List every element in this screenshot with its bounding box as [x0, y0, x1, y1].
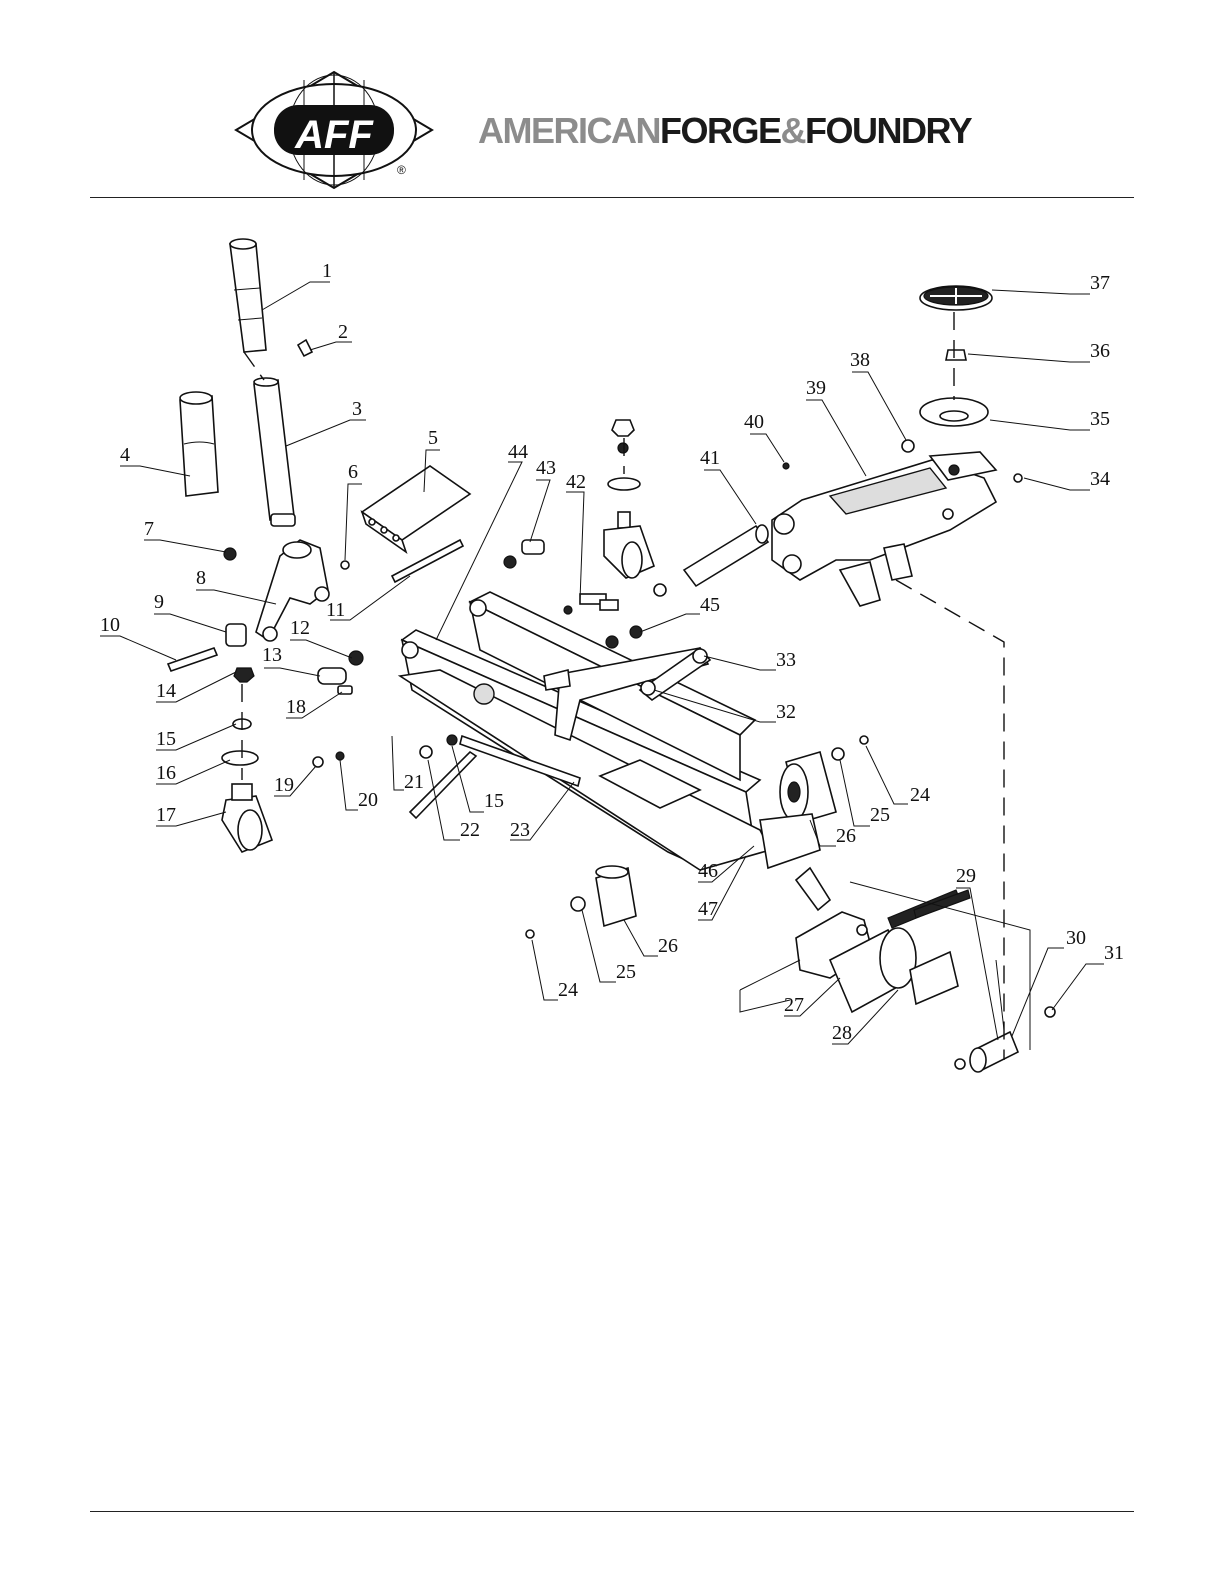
- washer-25-upper-icon: [832, 748, 844, 760]
- clip-6-icon: [341, 561, 349, 569]
- svg-text:16: 16: [156, 762, 176, 784]
- svg-text:33: 33: [776, 649, 796, 671]
- svg-text:46: 46: [698, 860, 718, 882]
- svg-text:10: 10: [100, 614, 120, 636]
- svg-text:30: 30: [1066, 927, 1086, 949]
- pedal-plate-icon: [362, 466, 470, 552]
- svg-text:39: 39: [806, 377, 826, 399]
- caster-right-icon: [604, 420, 654, 578]
- washer-45-icon: [606, 626, 642, 648]
- svg-text:11: 11: [326, 599, 345, 621]
- pump-unit-icon: [796, 868, 970, 1012]
- bolt-cluster-42-icon: [564, 594, 618, 614]
- saddle-35-icon: [920, 398, 988, 426]
- svg-text:32: 32: [776, 701, 796, 723]
- svg-text:5: 5: [428, 427, 438, 449]
- svg-text:9: 9: [154, 591, 164, 613]
- svg-text:22: 22: [460, 819, 480, 841]
- pin-41-icon: [684, 525, 768, 586]
- svg-text:15: 15: [484, 790, 504, 812]
- chassis-frame-icon: [400, 592, 770, 870]
- svg-text:27: 27: [784, 994, 804, 1016]
- roller-26-upper-icon: [780, 752, 836, 822]
- svg-text:15: 15: [156, 728, 176, 750]
- svg-text:29: 29: [956, 865, 976, 887]
- bolt-19-icon: [313, 757, 323, 767]
- handle-grip-icon: [180, 392, 218, 496]
- svg-text:23: 23: [510, 819, 530, 841]
- saddle-pad-37-icon: [920, 286, 992, 310]
- nut-36-icon: [946, 350, 966, 360]
- svg-text:2: 2: [338, 321, 348, 343]
- svg-text:4: 4: [120, 444, 130, 466]
- clip-34-icon: [1014, 474, 1022, 482]
- grease-fitting-40-icon: [783, 463, 789, 469]
- saddle-arm-icon: [772, 452, 996, 606]
- washer-22-icon: [420, 746, 432, 758]
- clip-38-icon: [902, 440, 914, 452]
- roller-26-lower-icon: [596, 866, 636, 926]
- svg-text:44: 44: [508, 441, 528, 463]
- footer-divider: [90, 1511, 1134, 1512]
- handle-pin-icon: [298, 340, 312, 356]
- svg-text:1: 1: [322, 260, 332, 282]
- nut-7-icon: [224, 548, 236, 560]
- handle-lower-icon: [254, 378, 295, 526]
- svg-text:36: 36: [1090, 340, 1110, 362]
- svg-text:26: 26: [836, 825, 856, 847]
- bolt-13-icon: [318, 668, 346, 684]
- washer-15b-icon: [447, 735, 457, 745]
- svg-text:18: 18: [286, 696, 306, 718]
- svg-text:8: 8: [196, 567, 206, 589]
- washer-20-icon: [336, 752, 344, 760]
- svg-text:45: 45: [700, 594, 720, 616]
- handle-upper-icon: [230, 239, 266, 352]
- svg-text:3: 3: [352, 398, 362, 420]
- svg-text:25: 25: [870, 804, 890, 826]
- svg-text:35: 35: [1090, 408, 1110, 430]
- svg-text:37: 37: [1090, 272, 1110, 294]
- svg-text:12: 12: [290, 617, 310, 639]
- assembly-line-handle: [244, 352, 264, 380]
- svg-text:25: 25: [616, 961, 636, 983]
- svg-text:28: 28: [832, 1022, 852, 1044]
- ring-icon: [654, 584, 666, 596]
- svg-text:24: 24: [558, 979, 578, 1001]
- clip-24-lower-icon: [526, 930, 534, 938]
- svg-text:24: 24: [910, 784, 930, 806]
- clip-24-upper-icon: [860, 736, 868, 744]
- svg-text:21: 21: [404, 771, 424, 793]
- bolt-43-icon: [504, 540, 544, 568]
- svg-text:20: 20: [358, 789, 378, 811]
- svg-text:42: 42: [566, 471, 586, 493]
- svg-text:41: 41: [700, 447, 720, 469]
- svg-text:43: 43: [536, 457, 556, 479]
- svg-text:31: 31: [1104, 942, 1124, 964]
- svg-text:7: 7: [144, 518, 154, 540]
- svg-text:38: 38: [850, 349, 870, 371]
- svg-text:34: 34: [1090, 468, 1110, 490]
- svg-text:26: 26: [658, 935, 678, 957]
- svg-text:19: 19: [274, 774, 294, 796]
- svg-text:17: 17: [156, 804, 176, 826]
- washer-25-lower-icon: [571, 897, 585, 911]
- svg-text:47: 47: [698, 898, 718, 920]
- bushing-9-icon: [226, 624, 246, 646]
- svg-text:40: 40: [744, 411, 764, 433]
- svg-text:6: 6: [348, 461, 358, 483]
- svg-text:13: 13: [262, 644, 282, 666]
- svg-text:14: 14: [156, 680, 176, 702]
